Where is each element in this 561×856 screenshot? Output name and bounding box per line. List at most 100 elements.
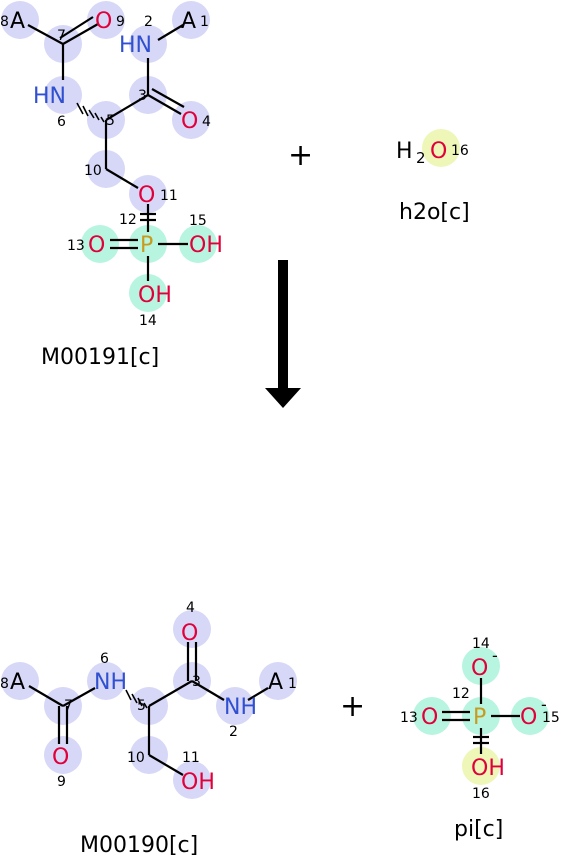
atom-index: 12 xyxy=(452,686,470,702)
atom-14-charge: - xyxy=(492,646,498,665)
highlight-atom-9 xyxy=(44,736,82,774)
atom-11-label: OH xyxy=(181,770,215,795)
highlight-atom-2 xyxy=(129,25,167,63)
atom-2-label: NH xyxy=(224,695,257,720)
atom-index: 10 xyxy=(127,750,145,766)
atom-index: 9 xyxy=(116,14,125,30)
m00191-bonds xyxy=(27,16,188,281)
m00190-hash-wedge xyxy=(125,689,148,709)
highlight-atom-4 xyxy=(172,101,210,139)
atom-1-label: A xyxy=(268,670,283,695)
atom-index: 13 xyxy=(67,238,85,254)
m00191-highlights xyxy=(1,1,217,312)
atom-12-label: P xyxy=(140,233,153,258)
highlight-atom-12 xyxy=(462,697,500,735)
m00190-bonds xyxy=(28,642,269,776)
atom-4-label: O xyxy=(181,621,198,646)
m00191-atoms: A O A HN HN O O O P OH OH xyxy=(10,9,223,308)
molecule-name-pi: pi[c] xyxy=(454,817,503,842)
atom-12-label: P xyxy=(473,705,486,730)
atom-index: 8 xyxy=(0,676,9,692)
highlight-atom-8 xyxy=(1,662,39,700)
highlight-atom-1 xyxy=(172,1,210,39)
plus-sign: + xyxy=(288,138,313,173)
atom-15-charge: - xyxy=(541,695,547,714)
atom-index: 4 xyxy=(186,600,195,616)
atom-index: 3 xyxy=(192,674,201,690)
highlight-atom-12 xyxy=(129,225,167,263)
m00191-hash-wedge xyxy=(76,102,105,123)
atom-index: 16 xyxy=(472,786,490,802)
atom-index: 5 xyxy=(137,698,146,714)
water-oxygen-label: O xyxy=(430,139,447,164)
atom-index: 15 xyxy=(189,213,207,229)
m00190-atoms: O A NH A NH O OH xyxy=(10,621,283,795)
highlight-atom-13 xyxy=(413,697,451,735)
pi-highlights xyxy=(413,647,549,785)
atom-index: 8 xyxy=(0,14,9,30)
atom-index: 12 xyxy=(119,212,137,228)
highlight-atom-15 xyxy=(179,225,217,263)
molecule-name-h2o: h2o[c] xyxy=(399,200,470,225)
highlight-atom-2 xyxy=(216,687,254,725)
atom-16-label: OH xyxy=(471,756,505,781)
atom-9-label: O xyxy=(52,745,69,770)
highlight-atom-11 xyxy=(173,761,211,799)
water-hydrogen: H xyxy=(396,139,413,164)
atom-14-label: O xyxy=(471,656,488,681)
atom-index: 7 xyxy=(64,698,73,714)
atom-index: 7 xyxy=(57,28,66,44)
atom-index: 1 xyxy=(288,676,297,692)
atom-8-label: A xyxy=(10,9,25,34)
atom-6-label: HN xyxy=(33,84,66,109)
highlight-atom-1 xyxy=(259,662,297,700)
atom-8-label: A xyxy=(10,670,25,695)
atom-index: 6 xyxy=(57,114,66,130)
highlight-atom-8 xyxy=(1,1,39,39)
atom-index: 14 xyxy=(472,636,490,652)
m00190-indices: 4 8 6 3 1 7 5 2 9 10 11 xyxy=(0,600,297,790)
highlight-atom-4 xyxy=(173,610,211,648)
plus-sign: + xyxy=(340,689,365,724)
atom-index: 13 xyxy=(400,710,418,726)
atom-index: 3 xyxy=(138,88,147,104)
atom-9-label: O xyxy=(95,9,112,34)
reaction-arrow xyxy=(265,260,301,408)
atom-index: 2 xyxy=(144,14,153,30)
highlight-atom-13 xyxy=(81,225,119,263)
atom-11-label: O xyxy=(138,183,155,208)
atom-index: 4 xyxy=(202,114,211,130)
pi-indices: 14 12 13 15 16 xyxy=(400,636,560,802)
highlight-atom-15 xyxy=(511,697,549,735)
atom-6-label: NH xyxy=(94,670,127,695)
atom-2-label: HN xyxy=(119,33,152,58)
pi-bonds xyxy=(442,678,520,754)
atom-15-label: O xyxy=(520,705,537,730)
atom-index: 10 xyxy=(84,163,102,179)
highlight-atom-9 xyxy=(87,1,125,39)
atom-index: 6 xyxy=(100,651,109,667)
atom-index: 16 xyxy=(451,143,469,159)
atom-13-label: O xyxy=(421,705,438,730)
atom-14-label: OH xyxy=(138,283,172,308)
highlight-atom-11 xyxy=(129,175,167,213)
atom-index: 11 xyxy=(182,750,200,766)
m00191-indices: 8 9 1 7 2 3 4 5 6 10 11 12 13 15 14 xyxy=(0,14,211,329)
molecule-name-m00191: M00191[c] xyxy=(41,345,159,370)
atom-index: 15 xyxy=(542,710,560,726)
highlight-atom-14 xyxy=(129,274,167,312)
atom-index: 2 xyxy=(229,724,238,740)
atom-index: 5 xyxy=(106,113,115,129)
atom-4-label: O xyxy=(181,109,198,134)
highlight-atom-6 xyxy=(44,76,82,114)
atom-13-label: O xyxy=(88,233,105,258)
highlight-atom-16 xyxy=(422,129,460,167)
highlight-atom-14 xyxy=(462,647,500,685)
highlight-atom-6 xyxy=(87,662,125,700)
highlight-atom-16 xyxy=(462,747,500,785)
atom-index: 11 xyxy=(160,188,178,204)
h2o-molecule: H 2 O 16 xyxy=(396,129,469,167)
atom-index: 1 xyxy=(200,14,209,30)
atom-1-label: A xyxy=(181,9,196,34)
